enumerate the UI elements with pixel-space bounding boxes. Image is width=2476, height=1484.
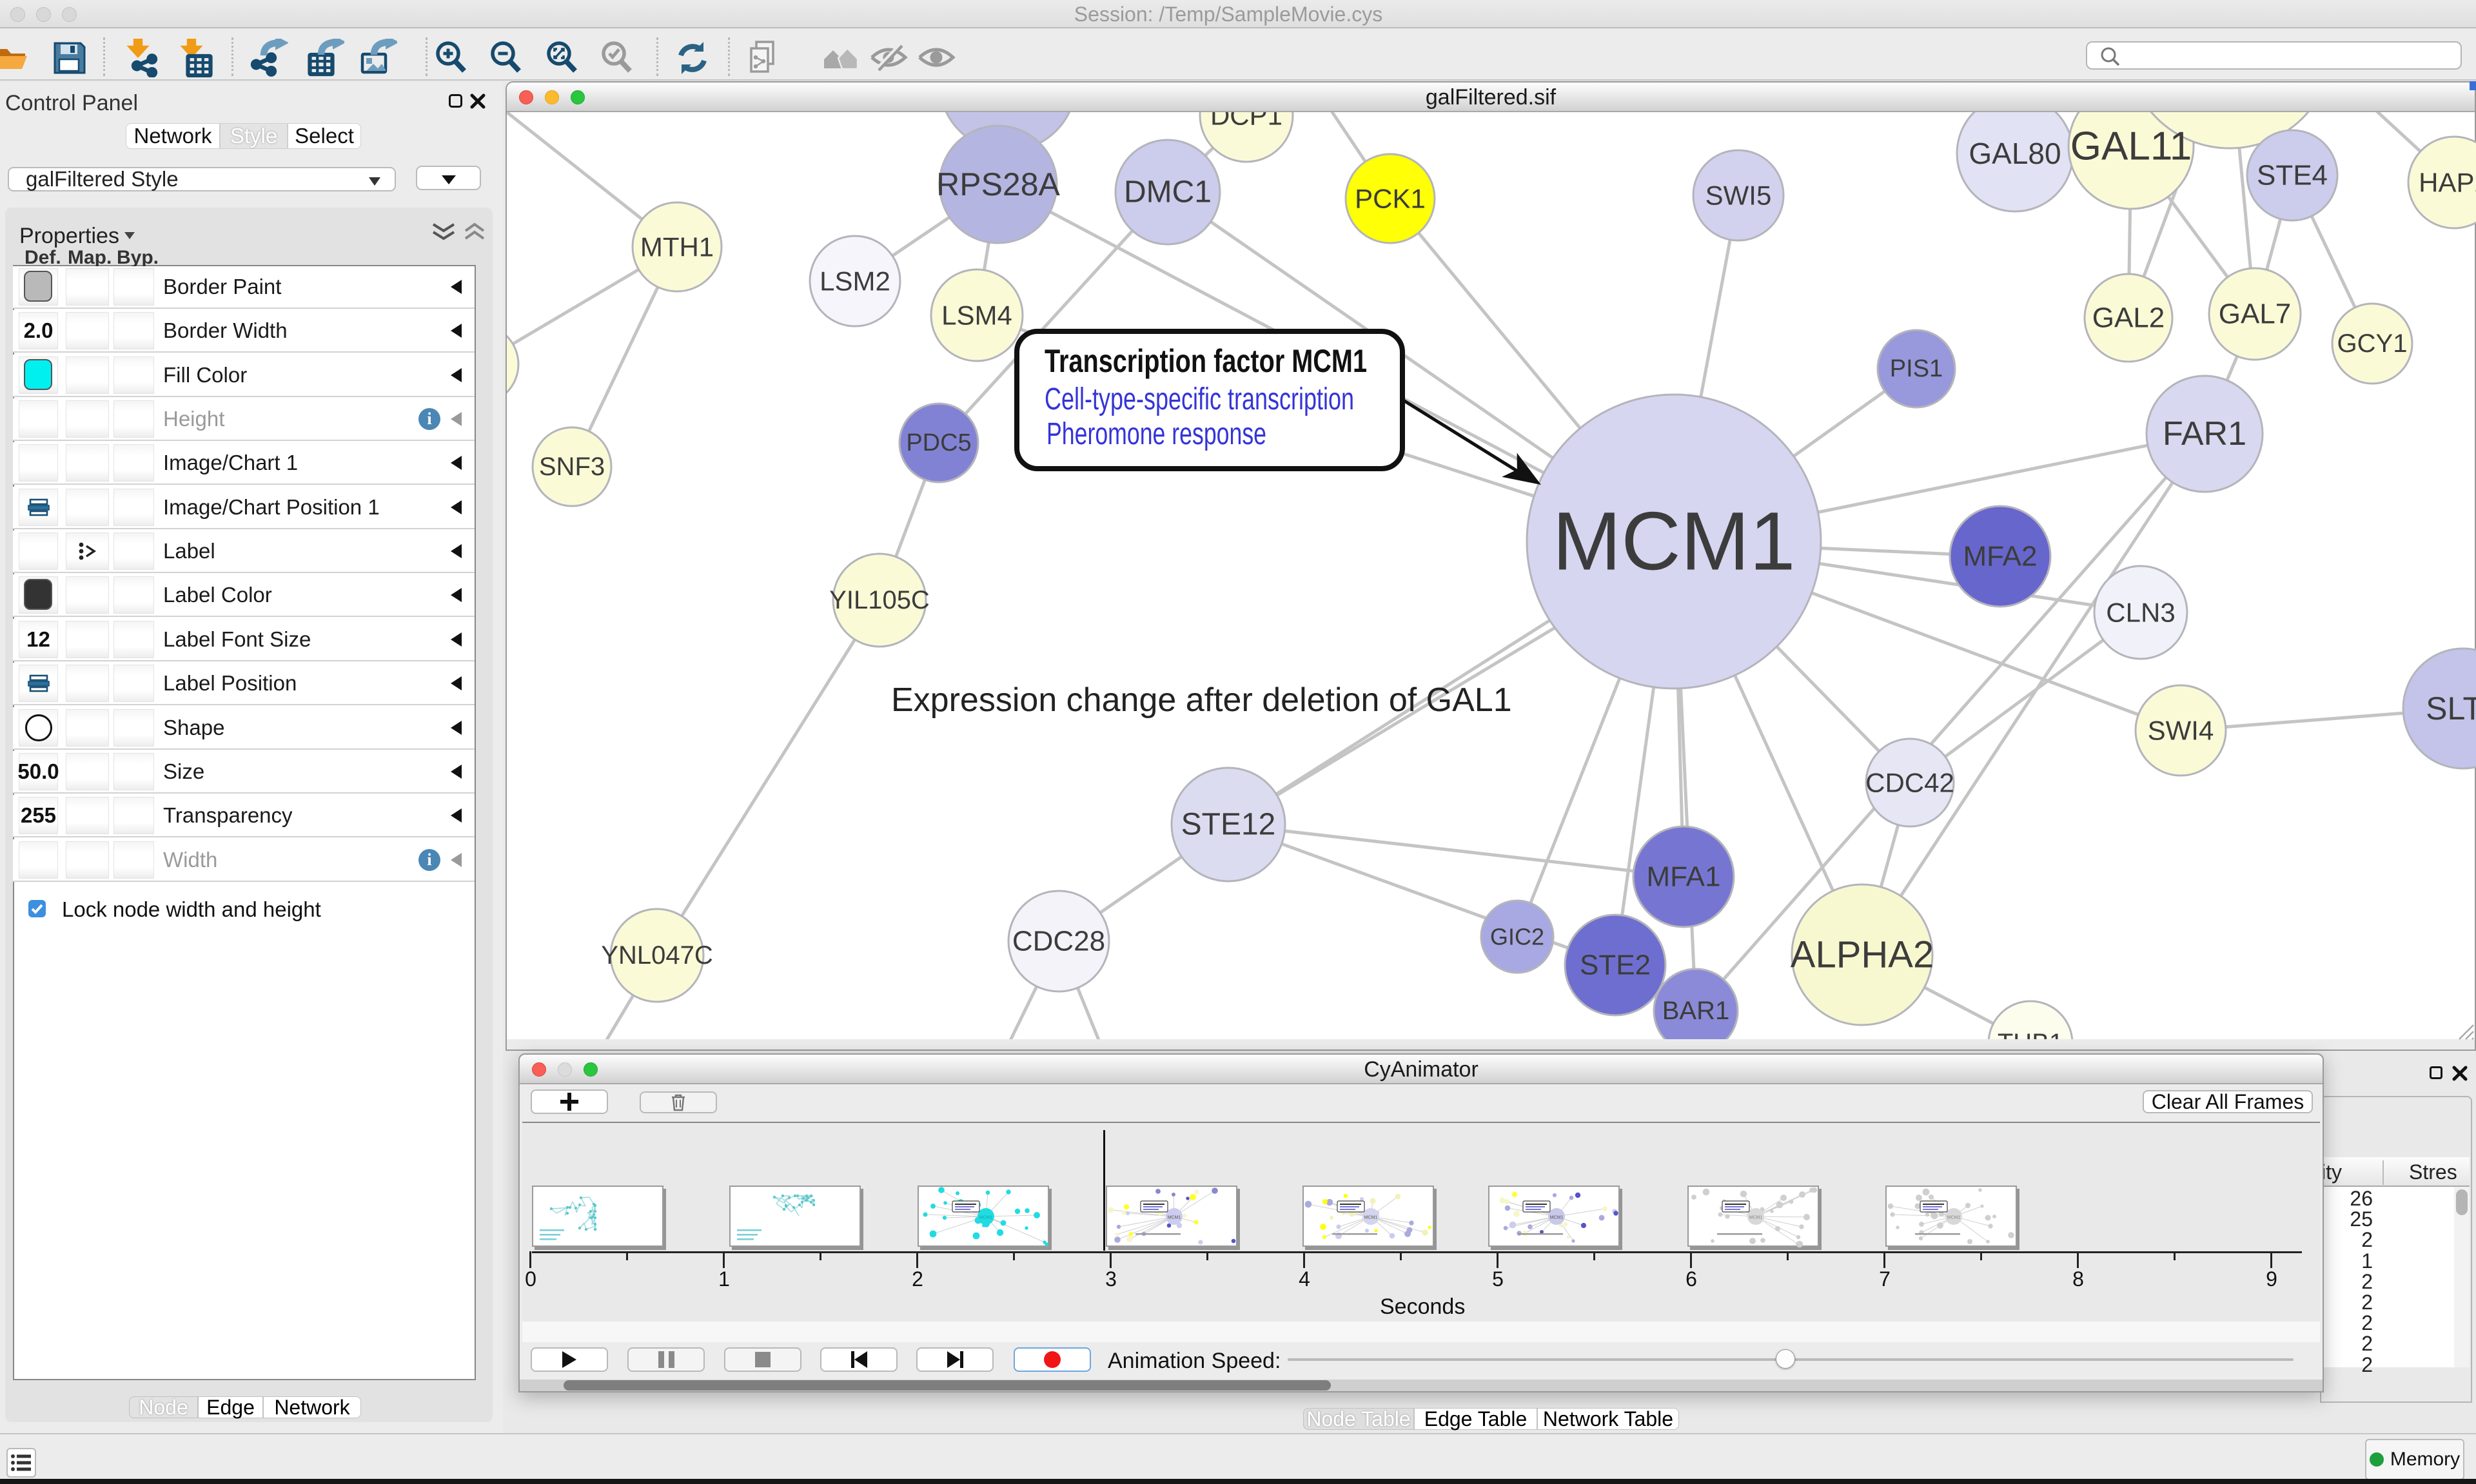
svg-text:GIC2: GIC2 xyxy=(1490,924,1544,950)
svg-text:Expression change after deleti: Expression change after deletion of GAL1 xyxy=(891,681,1512,719)
svg-text:GAL2: GAL2 xyxy=(2092,302,2165,334)
svg-text:DCP1: DCP1 xyxy=(1210,112,1282,131)
svg-text:MCM1: MCM1 xyxy=(1553,496,1796,588)
svg-text:MCM1: MCM1 xyxy=(1168,1216,1181,1220)
svg-text:GAL80: GAL80 xyxy=(1969,137,2061,170)
svg-text:HAP2: HAP2 xyxy=(2419,168,2476,198)
svg-text:MCM1: MCM1 xyxy=(1749,1216,1763,1220)
svg-text:GAL11: GAL11 xyxy=(2070,124,2192,169)
svg-text:STE12: STE12 xyxy=(1181,808,1276,842)
svg-text:PCK1: PCK1 xyxy=(1355,184,1426,214)
svg-text:CDC42: CDC42 xyxy=(1865,768,1954,798)
svg-text:CDC28: CDC28 xyxy=(1012,926,1105,957)
svg-text:GAL7: GAL7 xyxy=(2219,298,2292,330)
svg-text:GCY1: GCY1 xyxy=(2337,329,2408,358)
svg-text:MCM1: MCM1 xyxy=(1947,1216,1961,1220)
svg-text:MCM1: MCM1 xyxy=(1550,1216,1564,1220)
svg-text:MCM1: MCM1 xyxy=(979,1216,993,1220)
svg-text:SNF3: SNF3 xyxy=(539,453,605,481)
svg-text:MFA1: MFA1 xyxy=(1647,861,1721,893)
svg-text:MTH1: MTH1 xyxy=(640,232,714,262)
svg-text:RPS28A: RPS28A xyxy=(936,166,1060,202)
svg-text:CLN3: CLN3 xyxy=(2106,598,2175,628)
svg-text:Transcription factor MCM1: Transcription factor MCM1 xyxy=(1045,343,1367,379)
svg-text:BAR1: BAR1 xyxy=(1662,997,1730,1025)
svg-text:MFA2: MFA2 xyxy=(1963,541,2038,572)
svg-text:PIS1: PIS1 xyxy=(1890,355,1943,382)
svg-text:SWI4: SWI4 xyxy=(2148,716,2214,746)
svg-text:SWI5: SWI5 xyxy=(1705,181,1772,211)
svg-text:STE2: STE2 xyxy=(1580,950,1651,981)
svg-text:YNL047C: YNL047C xyxy=(601,941,712,970)
svg-text:SLT2: SLT2 xyxy=(2426,690,2476,727)
svg-text:Pheromone response: Pheromone response xyxy=(1046,417,1266,451)
svg-text:Cell-type-specific transcripti: Cell-type-specific transcription xyxy=(1045,382,1354,416)
svg-text:PDC5: PDC5 xyxy=(906,429,971,456)
svg-text:ALPHA2: ALPHA2 xyxy=(1791,934,1934,976)
svg-text:YIL105C: YIL105C xyxy=(829,586,930,614)
svg-text:DMC1: DMC1 xyxy=(1124,175,1212,210)
svg-text:MCM1: MCM1 xyxy=(1364,1216,1378,1220)
svg-text:FAR1: FAR1 xyxy=(2163,415,2246,453)
svg-text:LSM4: LSM4 xyxy=(941,300,1012,331)
svg-text:LSM2: LSM2 xyxy=(820,266,890,297)
svg-text:STE4: STE4 xyxy=(2257,160,2328,191)
